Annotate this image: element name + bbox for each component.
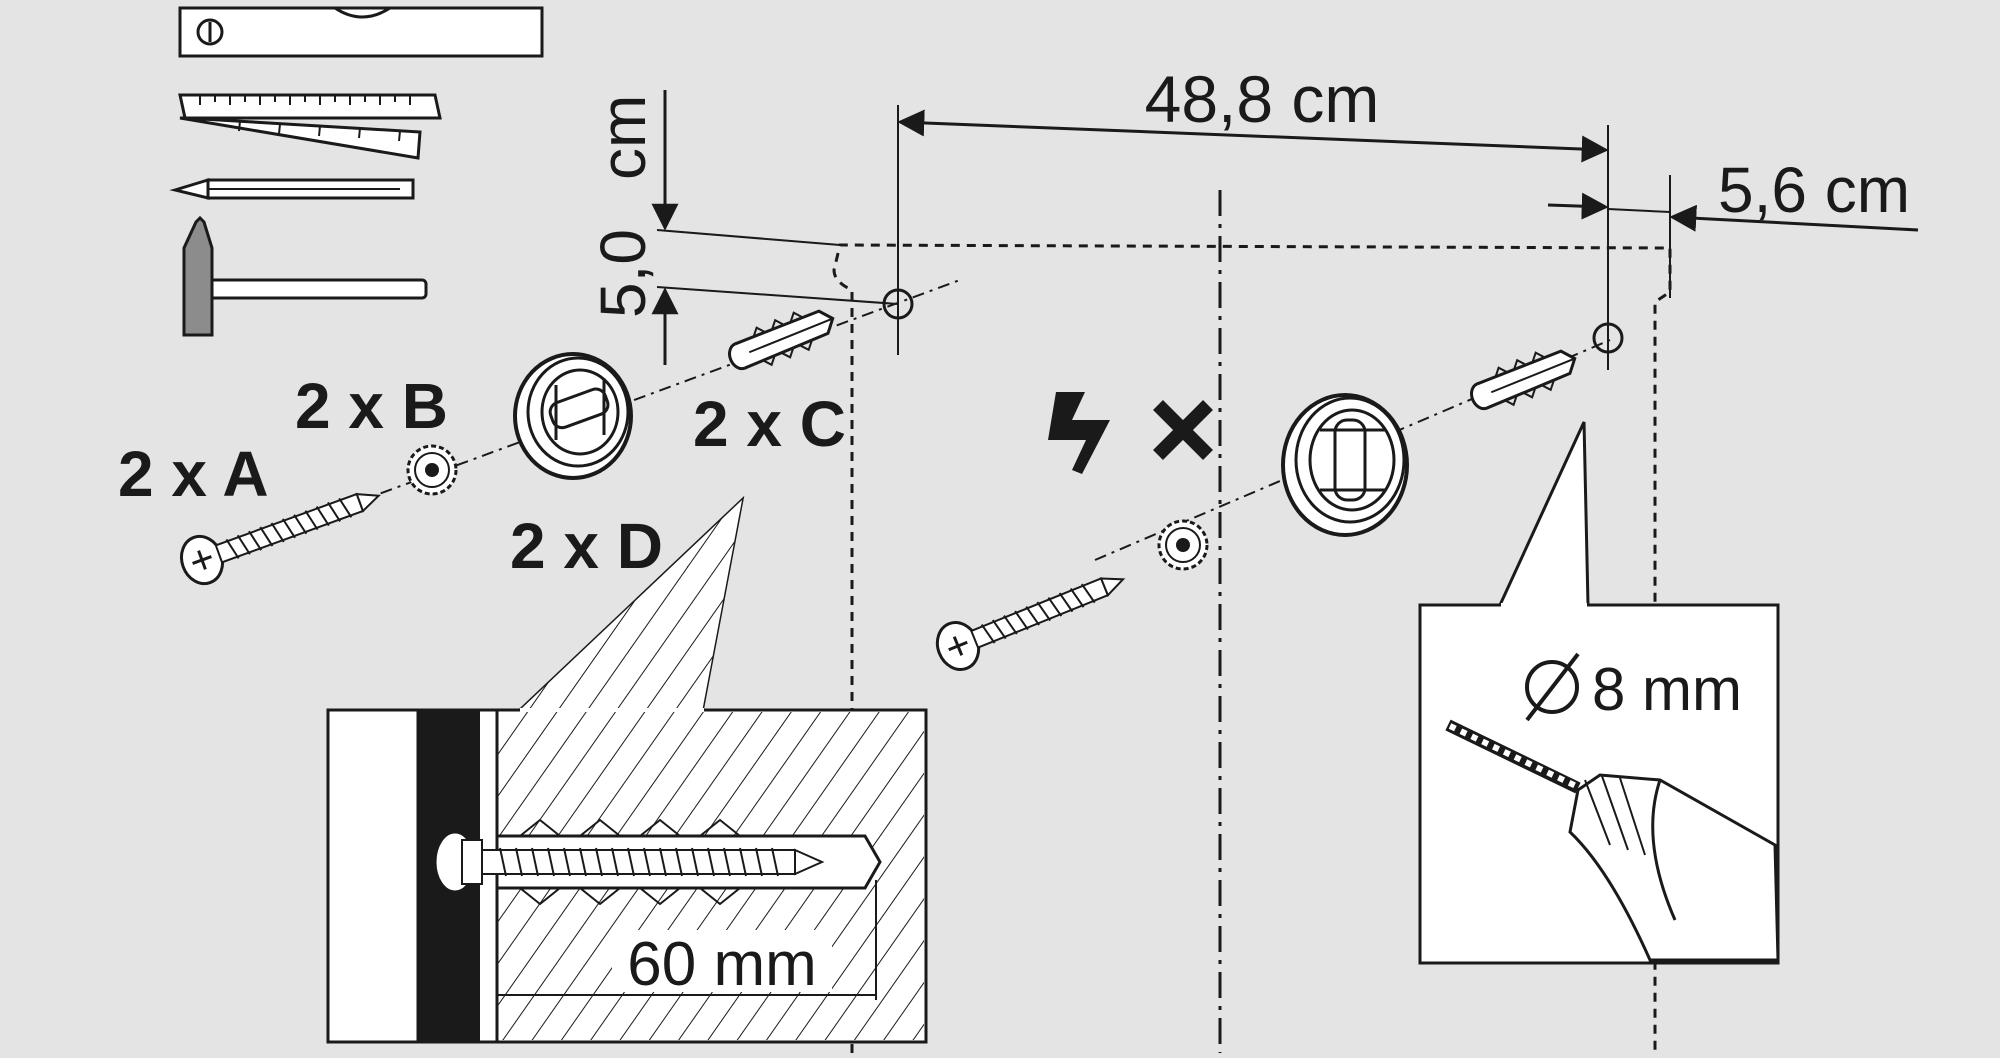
dimension-side-offset: 5,6 cm [1547,154,1919,298]
screw-depth-label: 60 mm [627,930,816,999]
hanger-icon [1281,393,1409,537]
hanger-icon [513,352,633,480]
cabinet-outline [832,243,1672,1053]
screw-icon [179,492,381,586]
wall-plug-icon [1470,349,1577,411]
part-label-c: 2 x C [693,388,846,460]
spirit-level-icon [178,6,544,58]
dimension-hole-spacing: 48,8 cm [897,62,1609,370]
wall-plug-icon [728,309,835,371]
wall-section-callout: 60 mm [326,495,928,1044]
part-label-b: 2 x B [295,370,448,442]
drill-hole-marks [882,288,1624,354]
drill-icon [1445,719,1780,962]
cross-icon [1153,400,1213,460]
part-label-d: 2 x D [510,510,663,582]
hole-spacing-label: 48,8 cm [1145,62,1380,136]
drill-diameter-label: 8 mm [1592,656,1742,723]
side-offset-label: 5,6 cm [1718,154,1910,226]
hammer-icon [182,215,428,337]
lightning-icon [1048,392,1110,474]
washer-icon [1157,519,1209,571]
washer-icon [406,444,458,496]
top-offset-unit-label: cm [587,95,659,180]
diameter-icon [1525,652,1580,722]
part-label-a: 2 x A [118,438,269,510]
top-offset-value-label: 5,0 [587,229,659,318]
dimension-top-offset: cm 5,0 [587,90,899,365]
pencil-icon [169,177,415,200]
screw-icon [935,577,1126,671]
folding-ruler-icon [178,93,442,160]
drill-callout: 8 mm [1418,421,1780,965]
